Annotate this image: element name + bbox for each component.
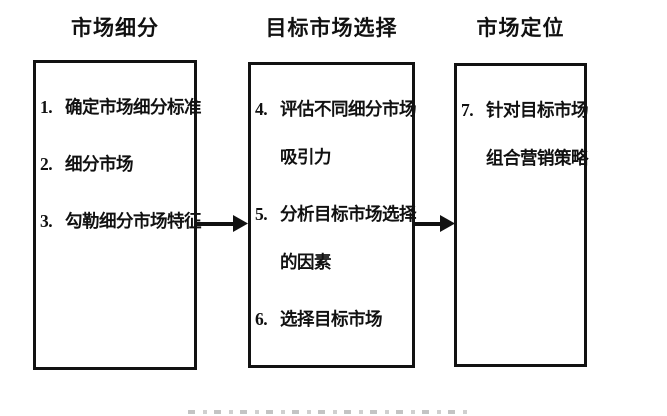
step-text: 评估不同细分市场 xyxy=(280,99,417,119)
step-number: 6. xyxy=(255,309,268,329)
step-text-continuation: 组合营销策略 xyxy=(486,148,589,168)
step-text-continuation: 的因素 xyxy=(280,252,332,272)
step-text: 确定市场细分标准 xyxy=(65,97,202,117)
step-number: 4. xyxy=(255,99,268,119)
step-item-1: 1. 确定市场细分标准 xyxy=(40,83,202,131)
step-text: 分析目标市场选择 xyxy=(280,204,417,224)
flow-arrow-segmentation-to-selection xyxy=(196,215,248,232)
step-number: 3. xyxy=(40,211,53,231)
cut-off-caption-fragment xyxy=(188,410,474,414)
step-item-5: 5. 分析目标市场选择 的因素 xyxy=(255,190,417,286)
column-header-market-positioning: 市场定位 xyxy=(476,16,565,40)
step-text: 针对目标市场 xyxy=(486,100,589,120)
flow-box-market-positioning: 7. 针对目标市场 组合营销策略 xyxy=(454,63,589,367)
step-number: 2. xyxy=(40,154,53,174)
column-header-market-segmentation: 市场细分 xyxy=(71,16,159,40)
step-item-3: 3. 勾勒细分市场特征 xyxy=(40,197,202,245)
step-item-4: 4. 评估不同细分市场 吸引力 xyxy=(255,85,417,181)
step-text: 选择目标市场 xyxy=(280,309,383,329)
step-number: 5. xyxy=(255,204,268,224)
step-number: 7. xyxy=(461,100,474,120)
step-item-2: 2. 细分市场 xyxy=(40,140,192,188)
column-header-target-market-selection: 目标市场选择 xyxy=(265,16,398,40)
step-text: 细分市场 xyxy=(65,154,134,174)
step-item-6: 6. 选择目标市场 xyxy=(255,295,410,343)
step-number: 1. xyxy=(40,97,53,117)
step-text: 勾勒细分市场特征 xyxy=(65,211,202,231)
step-text-continuation: 吸引力 xyxy=(280,147,332,167)
flow-box-market-segmentation: 1. 确定市场细分标准 2. 细分市场 3. 勾勒细分市场特征 xyxy=(33,60,202,370)
flow-box-target-market-selection: 4. 评估不同细分市场 吸引力 5. 分析目标市场选择 的因素 6. 选择目标市… xyxy=(248,62,417,368)
flow-arrow-selection-to-positioning xyxy=(414,215,455,232)
step-item-7: 7. 针对目标市场 组合营销策略 xyxy=(461,86,589,182)
